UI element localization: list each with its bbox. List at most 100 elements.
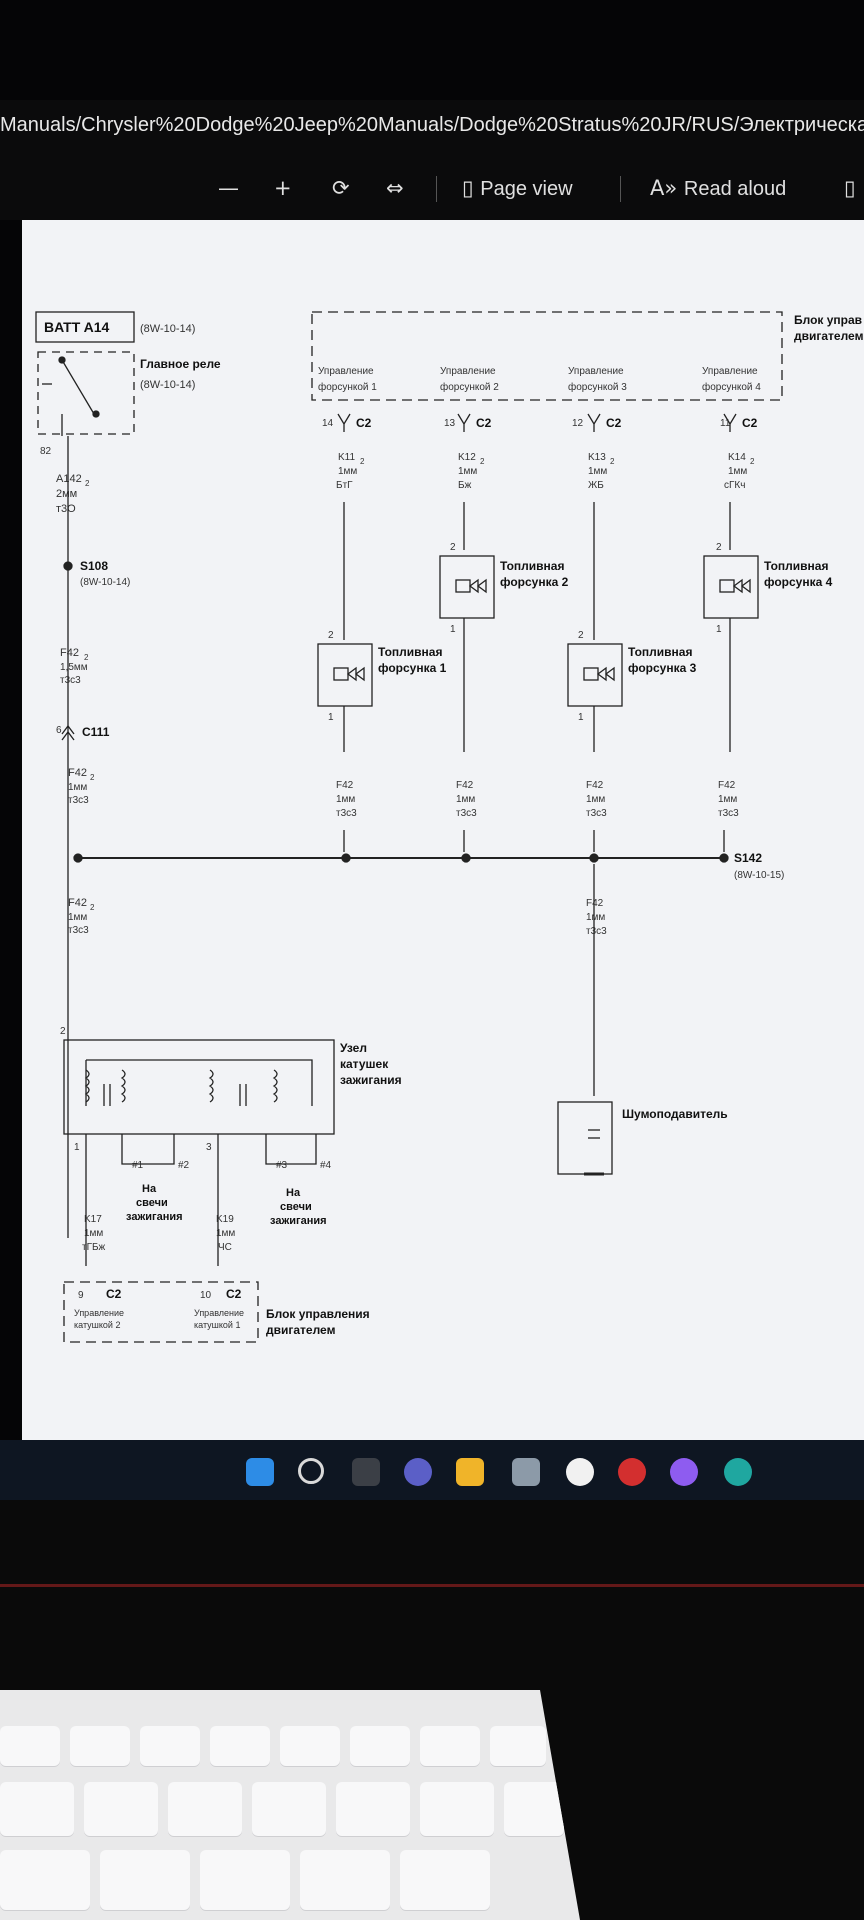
batt-box (35, 311, 135, 343)
chat-icon[interactable] (404, 1458, 432, 1486)
control-label: Управление (318, 366, 374, 377)
batt-ref: (8W-10-14) (140, 323, 195, 335)
edge-icon[interactable] (724, 1458, 752, 1486)
injector-box (317, 643, 373, 707)
rotate-icon[interactable]: ⟳ (332, 176, 350, 200)
connector-symbol (457, 413, 471, 432)
wire-color: БтГ (336, 480, 353, 491)
ecu-bottom-box (63, 1281, 259, 1343)
wire-color: т3с3 (456, 808, 477, 819)
ecu-conn-1: C2 (106, 1287, 122, 1301)
relay-contact (58, 356, 66, 364)
wire-size: 1мм (338, 466, 357, 477)
control-label: Управление (440, 366, 496, 377)
wire-size: 1мм (336, 794, 355, 805)
plug-number: #4 (320, 1160, 332, 1171)
key (100, 1850, 190, 1910)
bus-splice (461, 853, 471, 863)
alice-icon[interactable] (670, 1458, 698, 1486)
pdf-page: BATT A14 (8W-10-14) Главное реле (8W-10-… (22, 220, 864, 1440)
pin-number: 14 (322, 418, 334, 429)
ecu-pin-1: 9 (78, 1290, 84, 1301)
plug-text-line: свечи (280, 1201, 312, 1213)
store-icon[interactable] (512, 1458, 540, 1486)
key (84, 1782, 158, 1836)
key (400, 1850, 490, 1910)
pin-number: 1 (716, 624, 722, 635)
ecu-control-labels: Управление катушкой 2 Управление катушко… (74, 1308, 244, 1330)
page-view-icon: ▯ (462, 176, 481, 200)
pin-number: 11 (720, 418, 731, 429)
wire-code: K12 (458, 452, 476, 463)
solenoid-icon (719, 579, 735, 593)
address-bar[interactable] (0, 100, 864, 160)
plug-number: #1 (132, 1160, 144, 1171)
wire-code: F42 (586, 780, 604, 791)
control-label: Управление (702, 366, 758, 377)
fit-width-icon[interactable]: ⇔ (386, 176, 404, 200)
control-label: форсункой 3 (568, 381, 627, 393)
coil-pin-out-2: 3 (206, 1142, 212, 1153)
plug-text: На свечи зажигания На свечи зажигания (126, 1183, 327, 1227)
url-text[interactable]: Manuals/Chrysler%20Dodge%20Jeep%20Manual… (0, 114, 864, 136)
wire-size: 1мм (586, 794, 605, 805)
pin-number: 1 (328, 712, 334, 723)
main-relay-label: Главное реле (140, 357, 221, 371)
injector-control-2: Управление форсункой 2 13 C2 K12 2 1мм Б… (440, 366, 499, 550)
key (200, 1850, 290, 1910)
fuel-injector-4: 2 Топливная форсунка 4 1 (703, 542, 833, 752)
key (300, 1850, 390, 1910)
wire-code: K17 (84, 1214, 102, 1225)
toolbar-divider (620, 176, 621, 202)
wire-code: F42 (586, 898, 604, 909)
wire-f42-1-code: F42 (68, 767, 87, 779)
more-icon[interactable]: ▯ (844, 176, 856, 200)
wire-color: т3с3 (336, 808, 357, 819)
fuel-injector-2: 2 Топливная форсунка 2 1 (439, 542, 569, 752)
injector-control-1: Управление форсункой 1 14 C2 K11 2 1мм Б… (318, 366, 377, 640)
c111-pin: 6 (56, 725, 62, 736)
wire-a142-size: 2мм (56, 488, 77, 500)
file-explorer-icon[interactable] (456, 1458, 484, 1486)
yandex-browser-icon[interactable] (566, 1458, 594, 1486)
wire-color: сГКч (724, 480, 745, 491)
wire-f42-1-color: т3с3 (68, 795, 89, 806)
zoom-out-button[interactable]: — (218, 176, 239, 200)
key (168, 1782, 242, 1836)
task-view-icon[interactable] (352, 1458, 380, 1486)
search-icon[interactable] (298, 1458, 324, 1484)
plug-text-line: На (286, 1187, 301, 1199)
relay-contact (92, 410, 100, 418)
key (420, 1726, 480, 1766)
ecu-bottom-label-2: двигателем (266, 1323, 336, 1337)
wire-code: K19 (216, 1214, 234, 1225)
wire-color: т3с3 (586, 808, 607, 819)
ecu-top-box (311, 311, 783, 401)
yandex-icon[interactable] (618, 1458, 646, 1486)
wire-size: 1мм (458, 466, 477, 477)
wire-f42-15-size: 1,5мм (60, 662, 88, 673)
key (350, 1726, 410, 1766)
wire-sup: 2 (750, 457, 755, 466)
zoom-in-button[interactable]: + (274, 176, 292, 200)
wiring-diagram: BATT A14 (8W-10-14) Главное реле (8W-10-… (35, 311, 864, 1343)
read-aloud-button[interactable]: A» Read aloud (650, 176, 786, 201)
solenoid-icon (455, 579, 471, 593)
screen-edge-glow (0, 1584, 864, 1587)
injector-label: форсунка 3 (628, 661, 697, 675)
wire-f42-15-color: т3с3 (60, 675, 81, 686)
plug-leads-a (121, 1134, 175, 1165)
wire-code: F42 (456, 780, 474, 791)
page-view-button[interactable]: ▯ Page view (462, 176, 573, 201)
c111-label: C111 (82, 725, 110, 739)
coil-pack-label: Узел (340, 1041, 367, 1055)
fuel-injector-1: 2 Топливная форсунка 1 1 (317, 630, 447, 752)
injector-label: Топливная (500, 559, 564, 573)
solenoid-icon (583, 667, 599, 681)
windows-start-icon[interactable] (246, 1458, 274, 1486)
plug-number: #3 (276, 1160, 288, 1171)
injector-label: Топливная (764, 559, 828, 573)
page-view-label: Page view (480, 178, 573, 200)
valve-icon (596, 666, 615, 682)
wire-code: K13 (588, 452, 606, 463)
